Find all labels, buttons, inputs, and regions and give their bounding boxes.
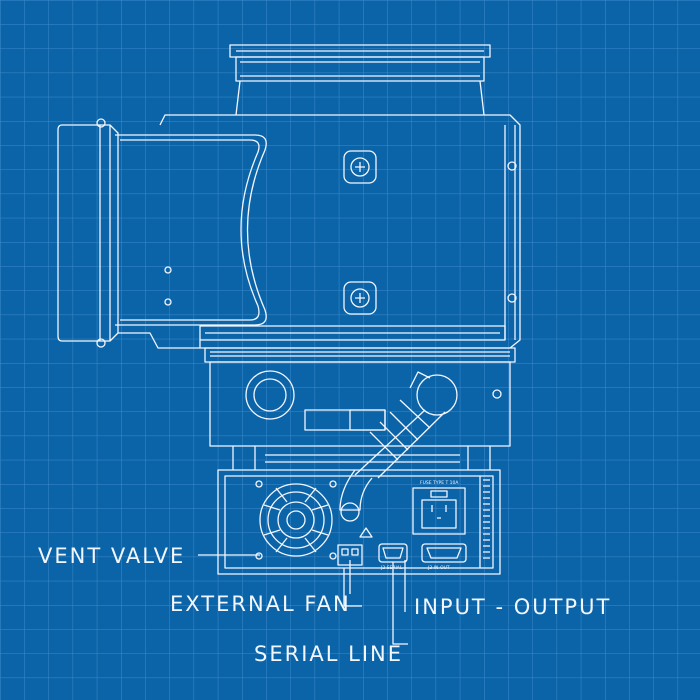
controller-box: [217, 469, 501, 575]
inlet-flange: [229, 44, 491, 116]
lower-pump-block: [209, 361, 511, 522]
leader-lines: [198, 554, 408, 645]
serial-port-text: J2 SERIAL: [380, 565, 403, 571]
serial-line-label: SERIAL LINE: [254, 642, 403, 666]
vent-valve-label: VENT VALVE: [38, 544, 186, 568]
support-struts: [232, 446, 491, 470]
external-fan-label: EXTERNAL FAN: [170, 592, 351, 616]
input-output-label: INPUT - OUTPUT: [414, 595, 612, 619]
io-port-text: J3 IN-OUT: [427, 565, 450, 571]
fuse-text: FUSE TYPE T 10A: [420, 480, 459, 486]
fan-grille: [255, 480, 337, 560]
connector-panel: [337, 487, 467, 566]
motor-body: [57, 114, 521, 349]
